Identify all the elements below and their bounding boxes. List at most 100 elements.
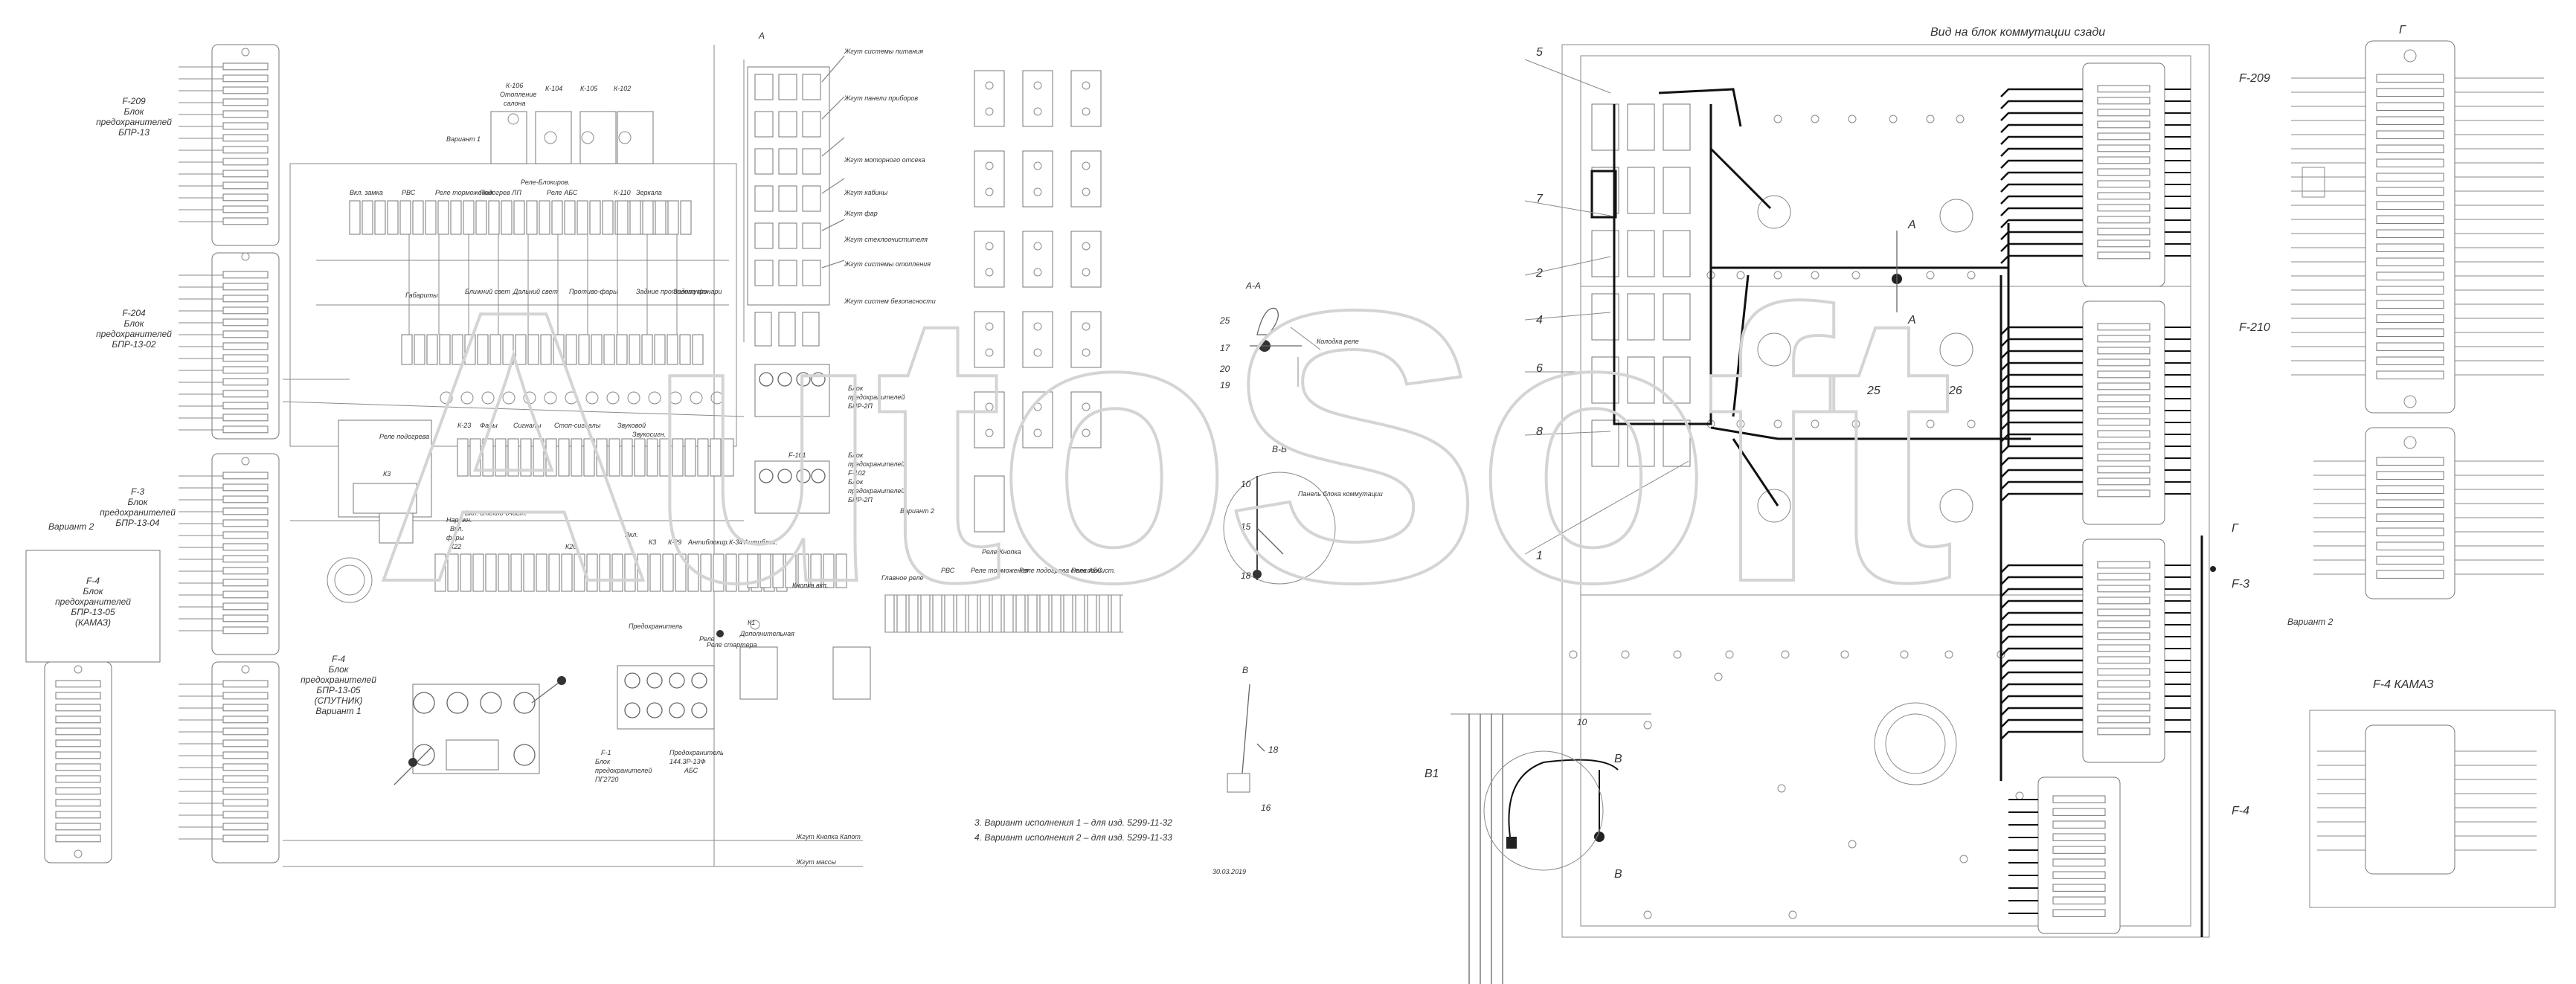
svg-text:К-104: К-104 [545, 85, 562, 92]
panel-wire [2000, 373, 2083, 383]
wire-loop [481, 391, 495, 405]
fuse-slot [2376, 342, 2444, 351]
fuse-slot [222, 519, 269, 527]
relay-pin [985, 81, 994, 90]
svg-text:25: 25 [1219, 315, 1230, 326]
fuse-slot [222, 110, 269, 118]
svg-text:F-4 КАМАЗ: F-4 КАМАЗ [2373, 678, 2434, 691]
relay-socket [374, 200, 386, 235]
relay-socket [450, 200, 462, 235]
svg-text:Предохранитель: Предохранитель [629, 623, 683, 630]
mounting-hole [1788, 910, 1797, 919]
relay-socket [725, 553, 737, 592]
relay-socket [679, 334, 691, 365]
panel-wire [2000, 730, 2083, 740]
fuse-slot [2097, 323, 2151, 331]
svg-text:Подогрев ЛП: Подогрев ЛП [480, 189, 521, 196]
relay-socket [974, 231, 1005, 288]
fuse-slot [222, 366, 269, 374]
fuse-slot [2376, 130, 2444, 139]
relay-socket [1627, 419, 1655, 467]
relay-pin [1082, 268, 1091, 277]
fuse-slot [2376, 471, 2444, 480]
panel-wire [2000, 112, 2083, 121]
relay-socket [1070, 311, 1102, 368]
harness-connector [778, 148, 797, 175]
harness-leader [821, 137, 845, 157]
mounting-hole [1811, 419, 1819, 428]
relay-socket [697, 438, 709, 477]
relay-socket [1627, 293, 1655, 341]
fuse-slot [2052, 795, 2106, 803]
fuse-slot [2376, 102, 2444, 111]
fuse-slot [2097, 656, 2151, 664]
svg-text:фары: фары [446, 534, 465, 541]
fuse-slot [55, 811, 101, 819]
fuse-slot [222, 787, 269, 795]
relay-socket [399, 200, 411, 235]
svg-text:Жгут стеклоочистителя: Жгут стеклоочистителя [844, 236, 928, 243]
left-fuse-strip [44, 44, 280, 864]
svg-text:15: 15 [1241, 521, 1251, 532]
wire-loop [710, 391, 724, 405]
relay-socket [551, 200, 563, 235]
harness-connector [754, 111, 774, 138]
relay-socket [649, 553, 661, 592]
fuse-slot [2097, 632, 2151, 640]
mounting-hole [1926, 115, 1935, 123]
panel-wire [2000, 445, 2083, 454]
relay-socket [425, 200, 437, 235]
relay-socket [576, 200, 588, 235]
svg-text:предохранителей: предохранителей [848, 487, 905, 495]
relay-pin [1082, 161, 1091, 170]
fuse-slot [2376, 257, 2444, 266]
svg-text:А: А [1907, 314, 1916, 327]
relay-pin [1033, 161, 1042, 170]
fuse-slot [55, 727, 101, 736]
relay-pin [1082, 107, 1091, 116]
fuse-slot [222, 727, 269, 736]
svg-text:Жгут Кнопка Капот: Жгут Кнопка Капот [795, 833, 861, 840]
relay-socket [634, 438, 646, 477]
relay-pin [1033, 187, 1042, 196]
panel-wire [2000, 409, 2083, 419]
svg-text:Вариант 2: Вариант 2 [2287, 617, 2334, 627]
fuse-slot [2097, 668, 2151, 676]
relay-pin [1033, 428, 1042, 437]
relay-pin [1082, 81, 1091, 90]
left-variant-label: Вариант 2 [48, 521, 94, 532]
fuse-slot [222, 62, 269, 71]
svg-text:К-102: К-102 [614, 85, 631, 92]
relay-socket [495, 438, 507, 477]
relay-socket [1627, 167, 1655, 214]
fuse-slot [2376, 144, 2444, 153]
relay-socket [447, 553, 459, 592]
fuse-slot [222, 86, 269, 94]
svg-text:В-В: В-В [1272, 444, 1287, 454]
relay-socket [974, 150, 1005, 208]
relay-socket [1070, 70, 1102, 127]
svg-text:Блок: Блок [848, 385, 864, 392]
svg-text:К22: К22 [450, 543, 461, 550]
fuse-slot [2376, 485, 2444, 494]
relay-socket [1627, 230, 1655, 277]
relay-pin [985, 107, 994, 116]
svg-text:Главное реле: Главное реле [881, 574, 924, 582]
fuse-slot [2097, 347, 2151, 355]
fuse-slot [2097, 716, 2151, 724]
mid-fuse-blocks: Блок предохранителей БПР-2П F-101 Блок п… [754, 364, 934, 515]
mounting-hole [1781, 650, 1790, 659]
relay-socket [586, 553, 598, 592]
relay-pin [985, 187, 994, 196]
wire-loop [585, 391, 599, 405]
mounting-hole [1967, 271, 1976, 280]
mounting-hole [1848, 115, 1857, 123]
relay-socket [1663, 293, 1691, 341]
svg-text:Вкл. стекло-очист.: Вкл. стекло-очист. [465, 509, 527, 517]
lower-relays: Реле подогрева К3 К-23 Фары Сигналы Стоп… [327, 419, 829, 603]
svg-text:F-4: F-4 [2232, 805, 2249, 817]
relay-socket [591, 334, 603, 365]
wire-loop [690, 391, 703, 405]
relay-socket [667, 200, 679, 235]
